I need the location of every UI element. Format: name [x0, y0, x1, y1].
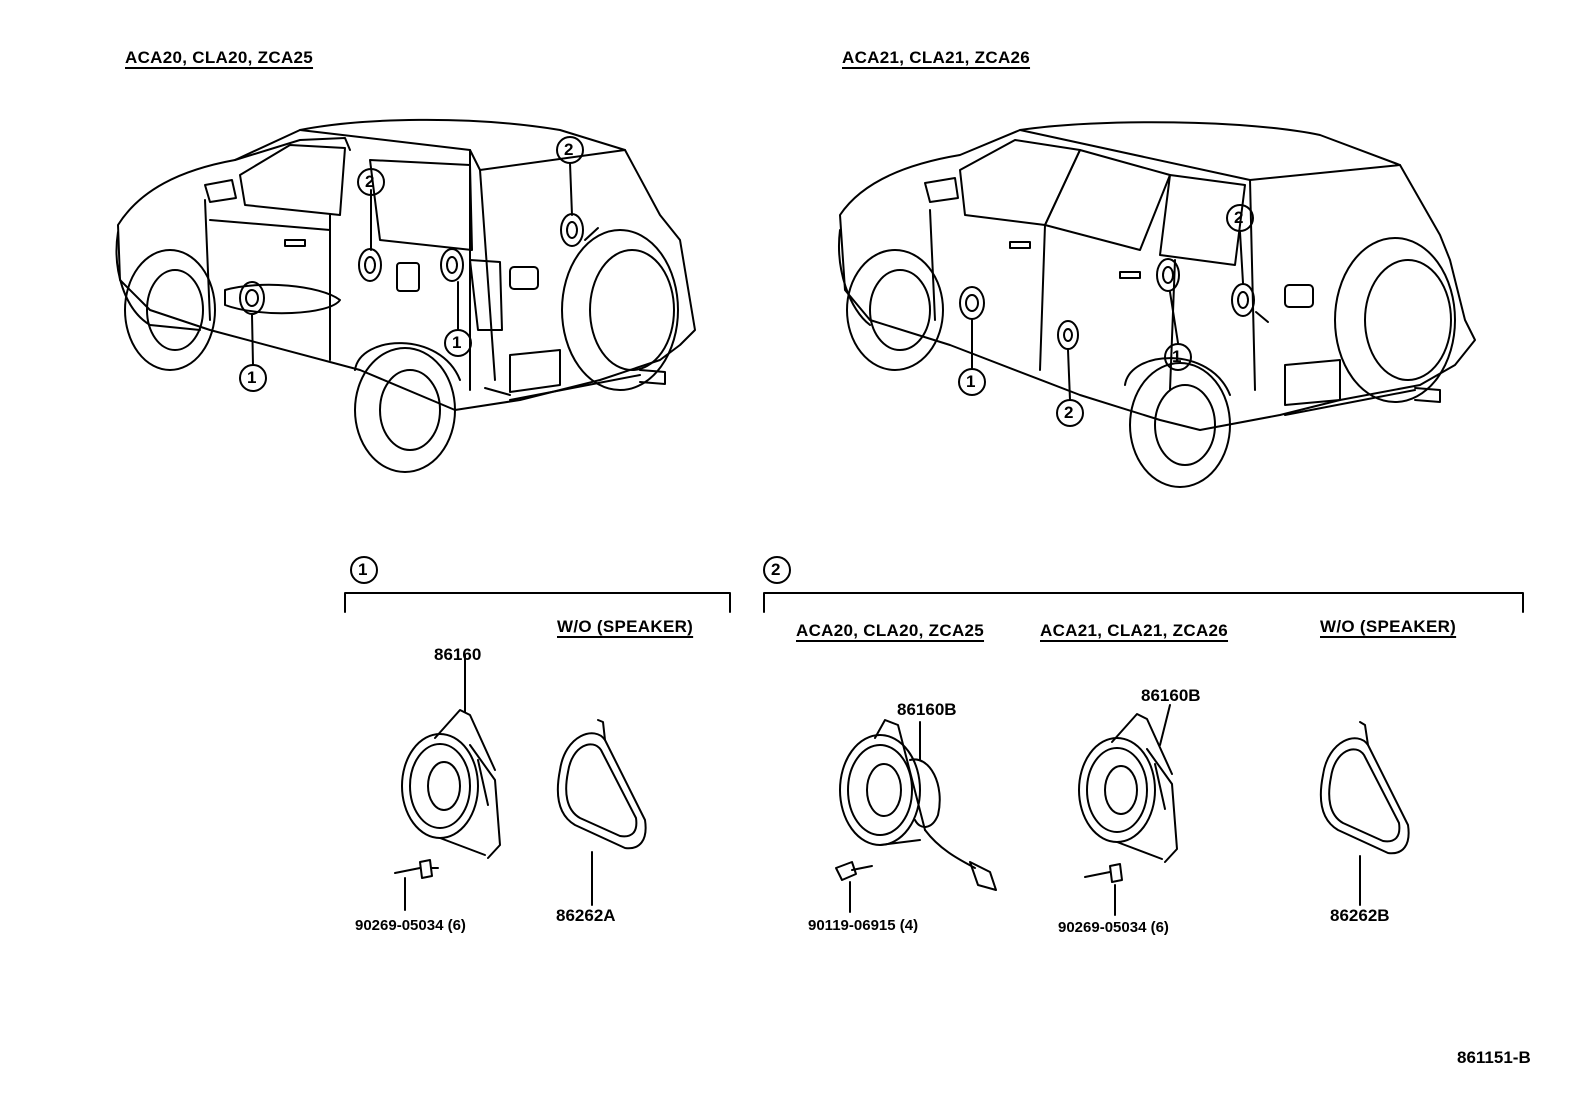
callout-2-left-back: 2	[564, 140, 574, 159]
group-2-bracket	[763, 556, 1524, 613]
callout-circle	[239, 136, 584, 392]
screw-90269-drawing	[394, 859, 439, 911]
part-86262a: 86262A	[556, 906, 616, 925]
left-vehicle-rear-speaker-a	[440, 248, 464, 282]
right-vehicle-drawing	[838, 121, 1476, 488]
cover-86262b-drawing	[1319, 721, 1410, 906]
group-1-without-speaker-label: W/O (SPEAKER)	[557, 617, 694, 636]
screw-90119-drawing	[835, 861, 873, 913]
part-86160b-left: 86160B	[897, 700, 957, 719]
group-2-number: 2	[771, 560, 781, 579]
group-1-number: 1	[358, 560, 368, 579]
callout-1-left-rear: 1	[452, 333, 462, 352]
part-90269-05034-right: 90269-05034 (6)	[1058, 919, 1169, 936]
right-vehicle-back-door-speaker	[1231, 283, 1269, 323]
callout-2-right-back: 2	[1234, 208, 1244, 227]
part-90119-06915: 90119-06915 (4)	[808, 917, 919, 934]
speaker-86160-drawing	[401, 654, 501, 859]
right-vehicle-front-door-speaker	[959, 286, 985, 320]
callout-circle	[958, 204, 1254, 427]
cover-86262a-drawing	[556, 719, 647, 906]
group-2-without-speaker-label: W/O (SPEAKER)	[1320, 617, 1457, 636]
part-86262b: 86262B	[1330, 906, 1390, 925]
callout-2-left-quarter: 2	[365, 172, 375, 191]
left-vehicle-rear-speaker-b	[560, 213, 599, 247]
group-1-bracket	[344, 556, 731, 613]
callout-1-right-rear: 1	[1172, 347, 1182, 366]
speaker-86160b-left-drawing	[839, 719, 997, 891]
right-vehicle-models: ACA21, CLA21, ZCA26	[842, 48, 1031, 67]
screw-90269-right-drawing	[1084, 863, 1123, 916]
callout-1-left-front: 1	[247, 368, 257, 387]
part-86160b-right: 86160B	[1141, 686, 1201, 705]
callout-1-right-front: 1	[966, 372, 976, 391]
left-vehicle-quarter-speaker	[358, 248, 382, 282]
left-vehicle-models: ACA20, CLA20, ZCA25	[125, 48, 314, 67]
diagram-code: 861151-B	[1457, 1048, 1531, 1067]
part-90269-05034: 90269-05034 (6)	[355, 917, 466, 934]
right-vehicle-rear-door-speaker	[1156, 258, 1180, 292]
group-2-right-models: ACA21, CLA21, ZCA26	[1040, 621, 1229, 640]
group-2-left-models: ACA20, CLA20, ZCA25	[796, 621, 985, 640]
right-vehicle-front-tweeter	[1057, 320, 1079, 350]
callout-2-right-front: 2	[1064, 403, 1074, 422]
speaker-86160b-right-drawing	[1078, 704, 1178, 863]
left-vehicle-drawing	[115, 118, 696, 473]
part-86160: 86160	[434, 645, 482, 664]
left-vehicle-front-speaker	[239, 281, 265, 315]
